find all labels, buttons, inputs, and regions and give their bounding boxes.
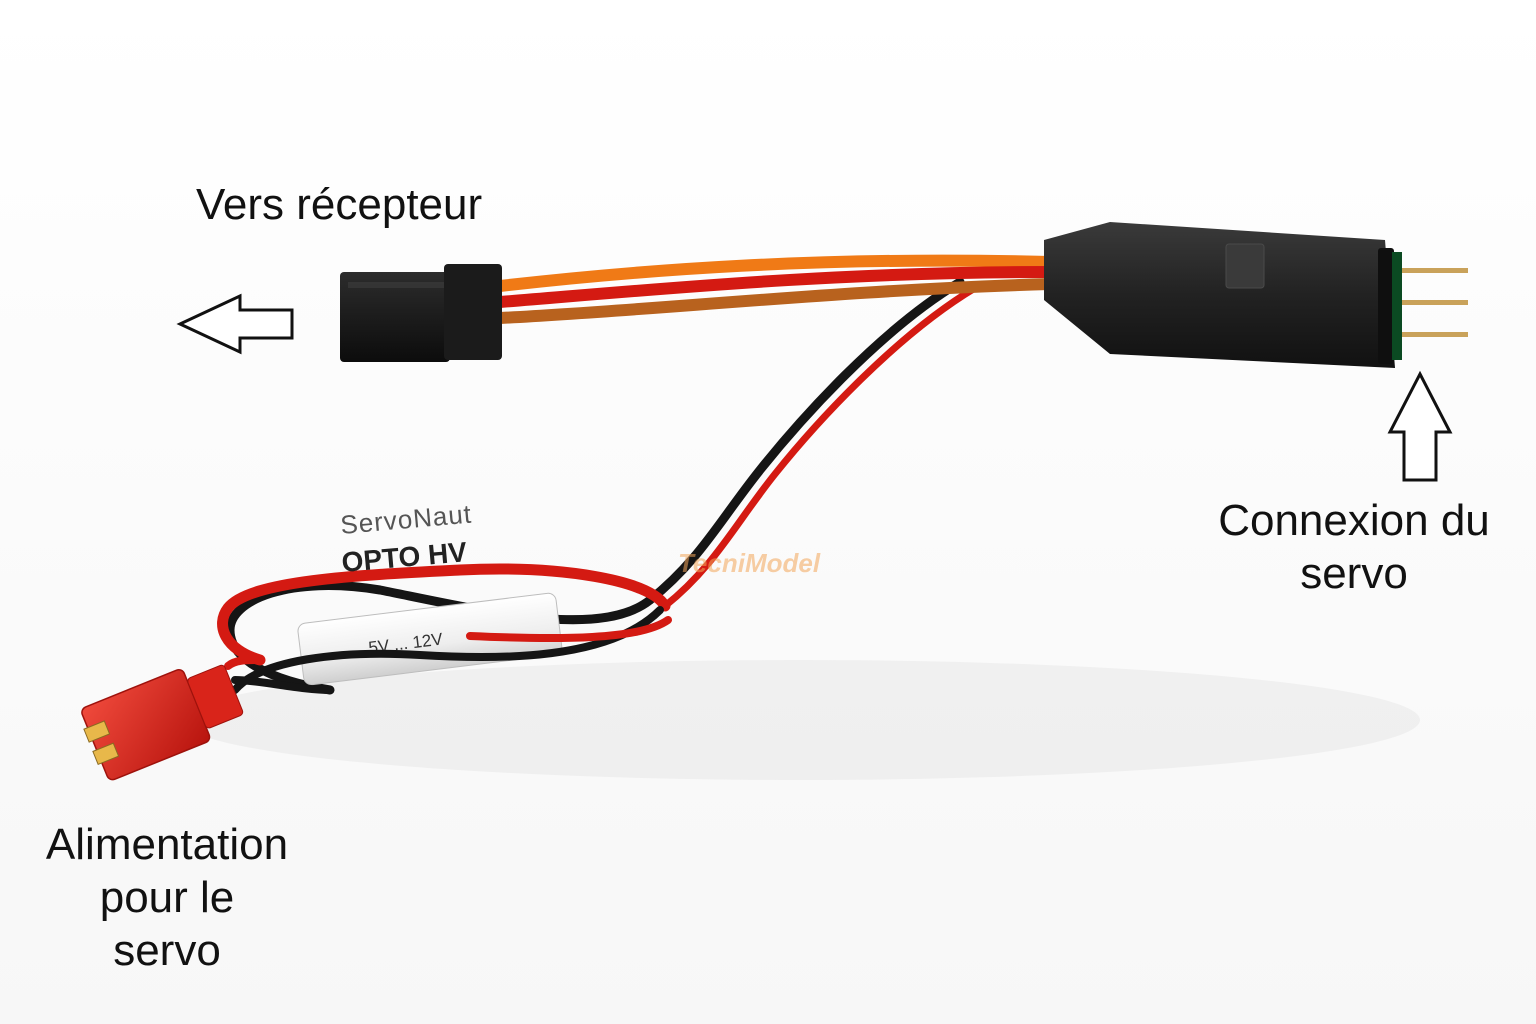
label-sleeve: 5V ... 12V (297, 592, 563, 686)
header-pin (1402, 268, 1468, 273)
jst-leads (224, 656, 334, 694)
jst-pin (83, 720, 111, 743)
receiver-plug (340, 264, 502, 362)
arrow-left-outline-icon (176, 293, 294, 355)
receiver-label: Vers récepteur (196, 178, 482, 231)
power-label: Alimentation pour le servo (22, 818, 312, 977)
power-lead (645, 277, 979, 610)
brand-print: ServoNaut (339, 499, 473, 540)
wire-loop-front (231, 606, 672, 694)
servo-lead (494, 254, 1056, 324)
jst-power-connector (81, 664, 244, 781)
arrow-up-outline-icon (1387, 370, 1453, 482)
opto-module (1044, 222, 1402, 368)
header-pin (1402, 300, 1468, 305)
servo-connection-label: Connexion du servo (1202, 494, 1506, 600)
power-label-line: pour le (99, 873, 235, 922)
servo-connection-line: servo (1300, 549, 1408, 598)
power-label-line: Alimentation (45, 820, 289, 869)
product-print: ServoNaut OPTO HV (339, 499, 473, 578)
jst-pin (92, 742, 120, 766)
receiver-label-text: Vers récepteur (196, 180, 483, 229)
watermark: TecniModel (678, 548, 821, 578)
power-label-line: servo (113, 926, 221, 975)
floor-shadow (180, 660, 1420, 780)
servo-pins (1402, 268, 1468, 337)
header-pin (1402, 332, 1468, 337)
servo-connection-line: Connexion du (1218, 496, 1490, 545)
